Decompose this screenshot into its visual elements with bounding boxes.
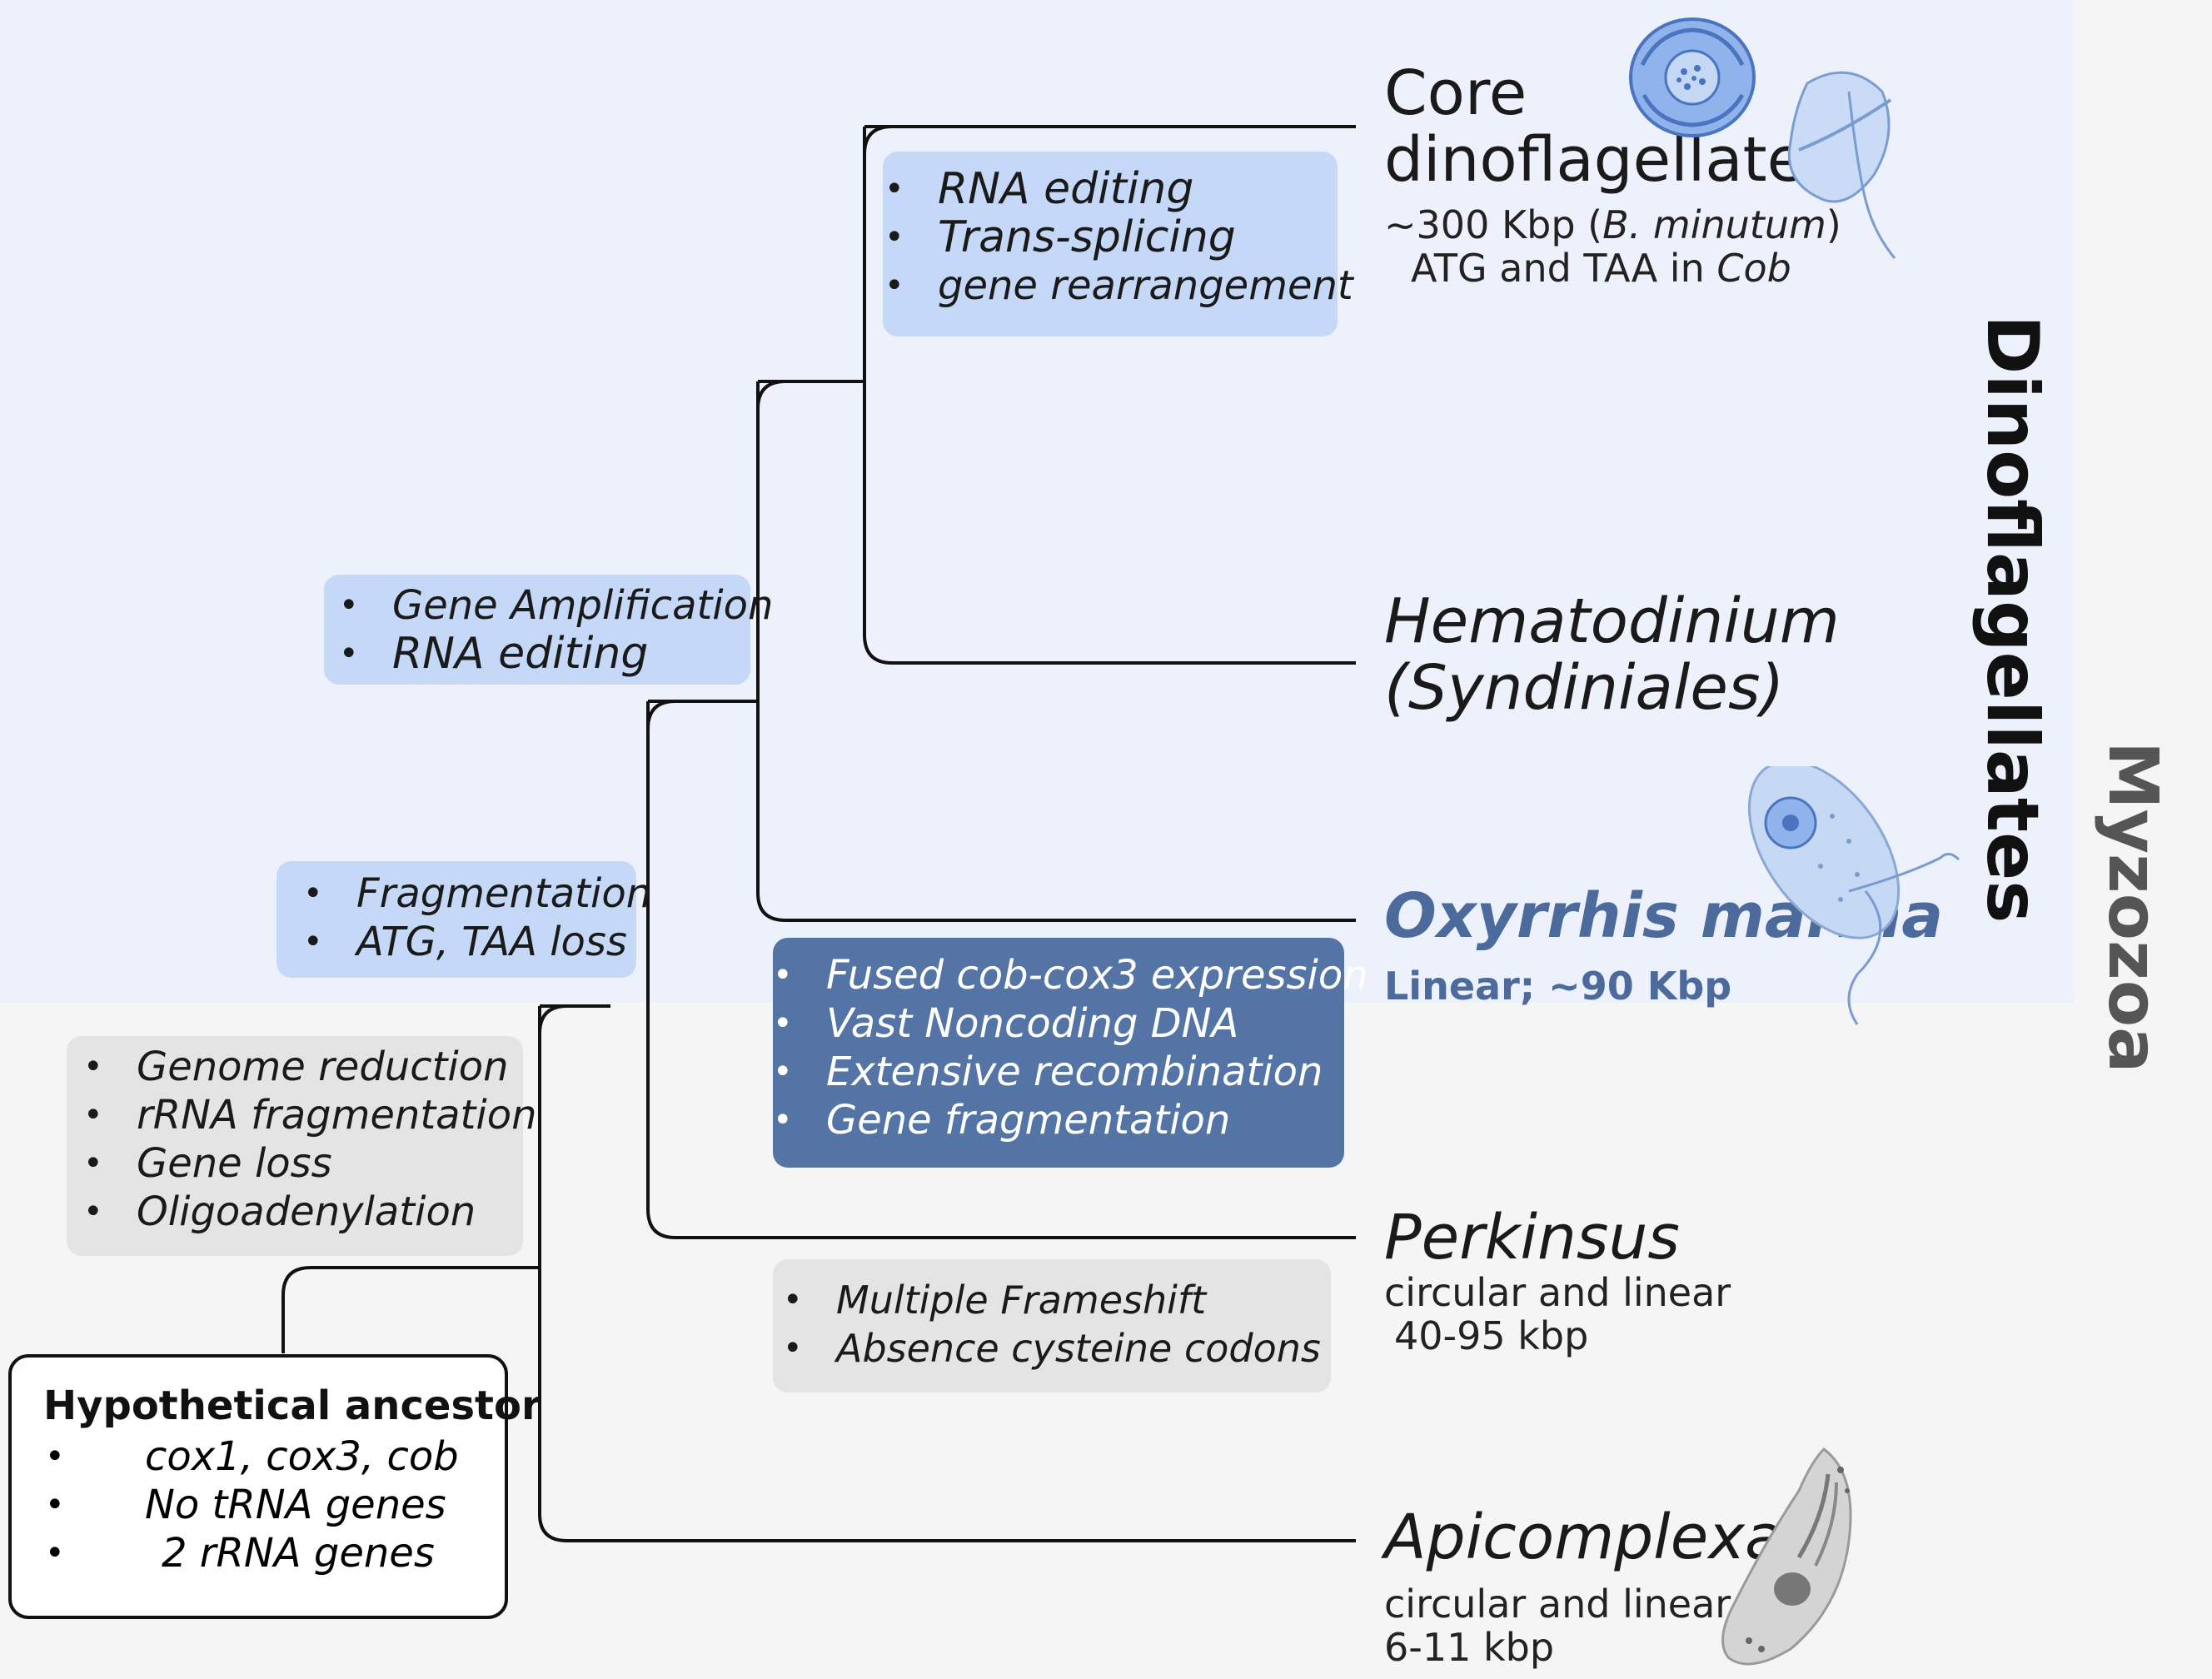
core-trait: Trans-splicing xyxy=(884,213,1353,262)
dinoflagellate-cell-icon xyxy=(1629,17,1756,137)
oxyrrhis-traits-box: Fused cob-cox3 expression Vast Noncoding… xyxy=(773,938,1368,1168)
branch-perkinsus-dino xyxy=(646,700,1356,1239)
dino-trait: RNA editing xyxy=(339,630,773,678)
fragmentation-box: Fragmentation ATG, TAA loss xyxy=(276,861,651,978)
perkinsus-info-2: 40-95 kbp xyxy=(1394,1313,1589,1358)
perkinsus-label: Perkinsus xyxy=(1384,1202,1680,1273)
ancestor-item: • No tRNA genes xyxy=(45,1482,446,1528)
myzozoa-traits-box: Genome reduction rRNA fragmentation Gene… xyxy=(67,1036,537,1256)
oxyrrhis-info: Linear; ~90 Kbp xyxy=(1384,964,1732,1009)
ancestor-title: Hypothetical ancestor xyxy=(43,1383,541,1429)
myzozoa-trait: rRNA fragmentation xyxy=(83,1091,536,1139)
ancestor-item: • cox1, cox3, cob xyxy=(45,1433,459,1480)
myzozoa-trait: Genome reduction xyxy=(83,1043,537,1091)
core-trait: gene rearrangement xyxy=(884,262,1353,310)
perkinsus-traits-box: Multiple Frameshift Absence cysteine cod… xyxy=(773,1259,1331,1393)
ancestor-item: • 2 rRNA genes xyxy=(45,1530,435,1577)
core-size-info: ~300 Kbp (B. minutum) xyxy=(1384,202,1841,247)
core-codon-info: ATG and TAA in Cob xyxy=(1411,246,1791,291)
hematodinium-label: Hematodinium (Syndiniales) xyxy=(1384,585,1840,724)
dinoflagellates-group-label: Dinoflagellates xyxy=(1970,315,2054,924)
myzozoa-group-label: Myzozoa xyxy=(2093,741,2172,1074)
fragmentation-trait: ATG, TAA loss xyxy=(303,918,651,966)
oxyrrhis-trait: Fused cob-cox3 expression xyxy=(773,951,1368,999)
apicomplexa-info-2: 6-11 kbp xyxy=(1384,1625,1555,1670)
dinoflagellate-flagellate-icon xyxy=(1787,71,1896,259)
perkinsus-trait: Multiple Frameshift xyxy=(783,1276,1321,1324)
branch-core-hemato xyxy=(863,125,1356,665)
perkinsus-info-1: circular and linear xyxy=(1384,1270,1731,1315)
apicomplexa-cell-icon xyxy=(1721,1447,1852,1666)
dino-trait: Gene Amplification xyxy=(339,581,773,630)
branch-myzozoa xyxy=(538,1004,1356,1542)
right-margin xyxy=(2074,0,2212,1003)
core-dinoflagellates-label: Core dinoflagellates xyxy=(1384,57,1837,196)
apicomplexa-label: Apicomplexa xyxy=(1384,1502,1783,1573)
oxyrrhis-trait: Extensive recombination xyxy=(773,1048,1368,1096)
oxyrrhis-trait: Vast Noncoding DNA xyxy=(773,999,1368,1048)
dino-traits-box: Gene Amplification RNA editing xyxy=(324,575,773,685)
myzozoa-trait: Gene loss xyxy=(83,1139,537,1188)
oxyrrhis-trait: Gene fragmentation xyxy=(773,1096,1368,1144)
branch-dino xyxy=(756,380,1356,922)
hypothetical-ancestor-box: Hypothetical ancestor • cox1, cox3, cob … xyxy=(8,1354,541,1619)
core-traits-box: RNA editing Trans-splicing gene rearrang… xyxy=(883,152,1353,336)
branch-ancestor xyxy=(281,1266,540,1353)
fragmentation-trait: Fragmentation xyxy=(303,869,651,918)
core-trait: RNA editing xyxy=(884,165,1353,213)
apicomplexa-info-1: circular and linear xyxy=(1384,1582,1731,1627)
myzozoa-trait: Oligoadenylation xyxy=(83,1188,537,1236)
oxyrrhis-cell-icon xyxy=(1747,766,1960,1025)
perkinsus-trait: Absence cysteine codons xyxy=(783,1324,1321,1373)
